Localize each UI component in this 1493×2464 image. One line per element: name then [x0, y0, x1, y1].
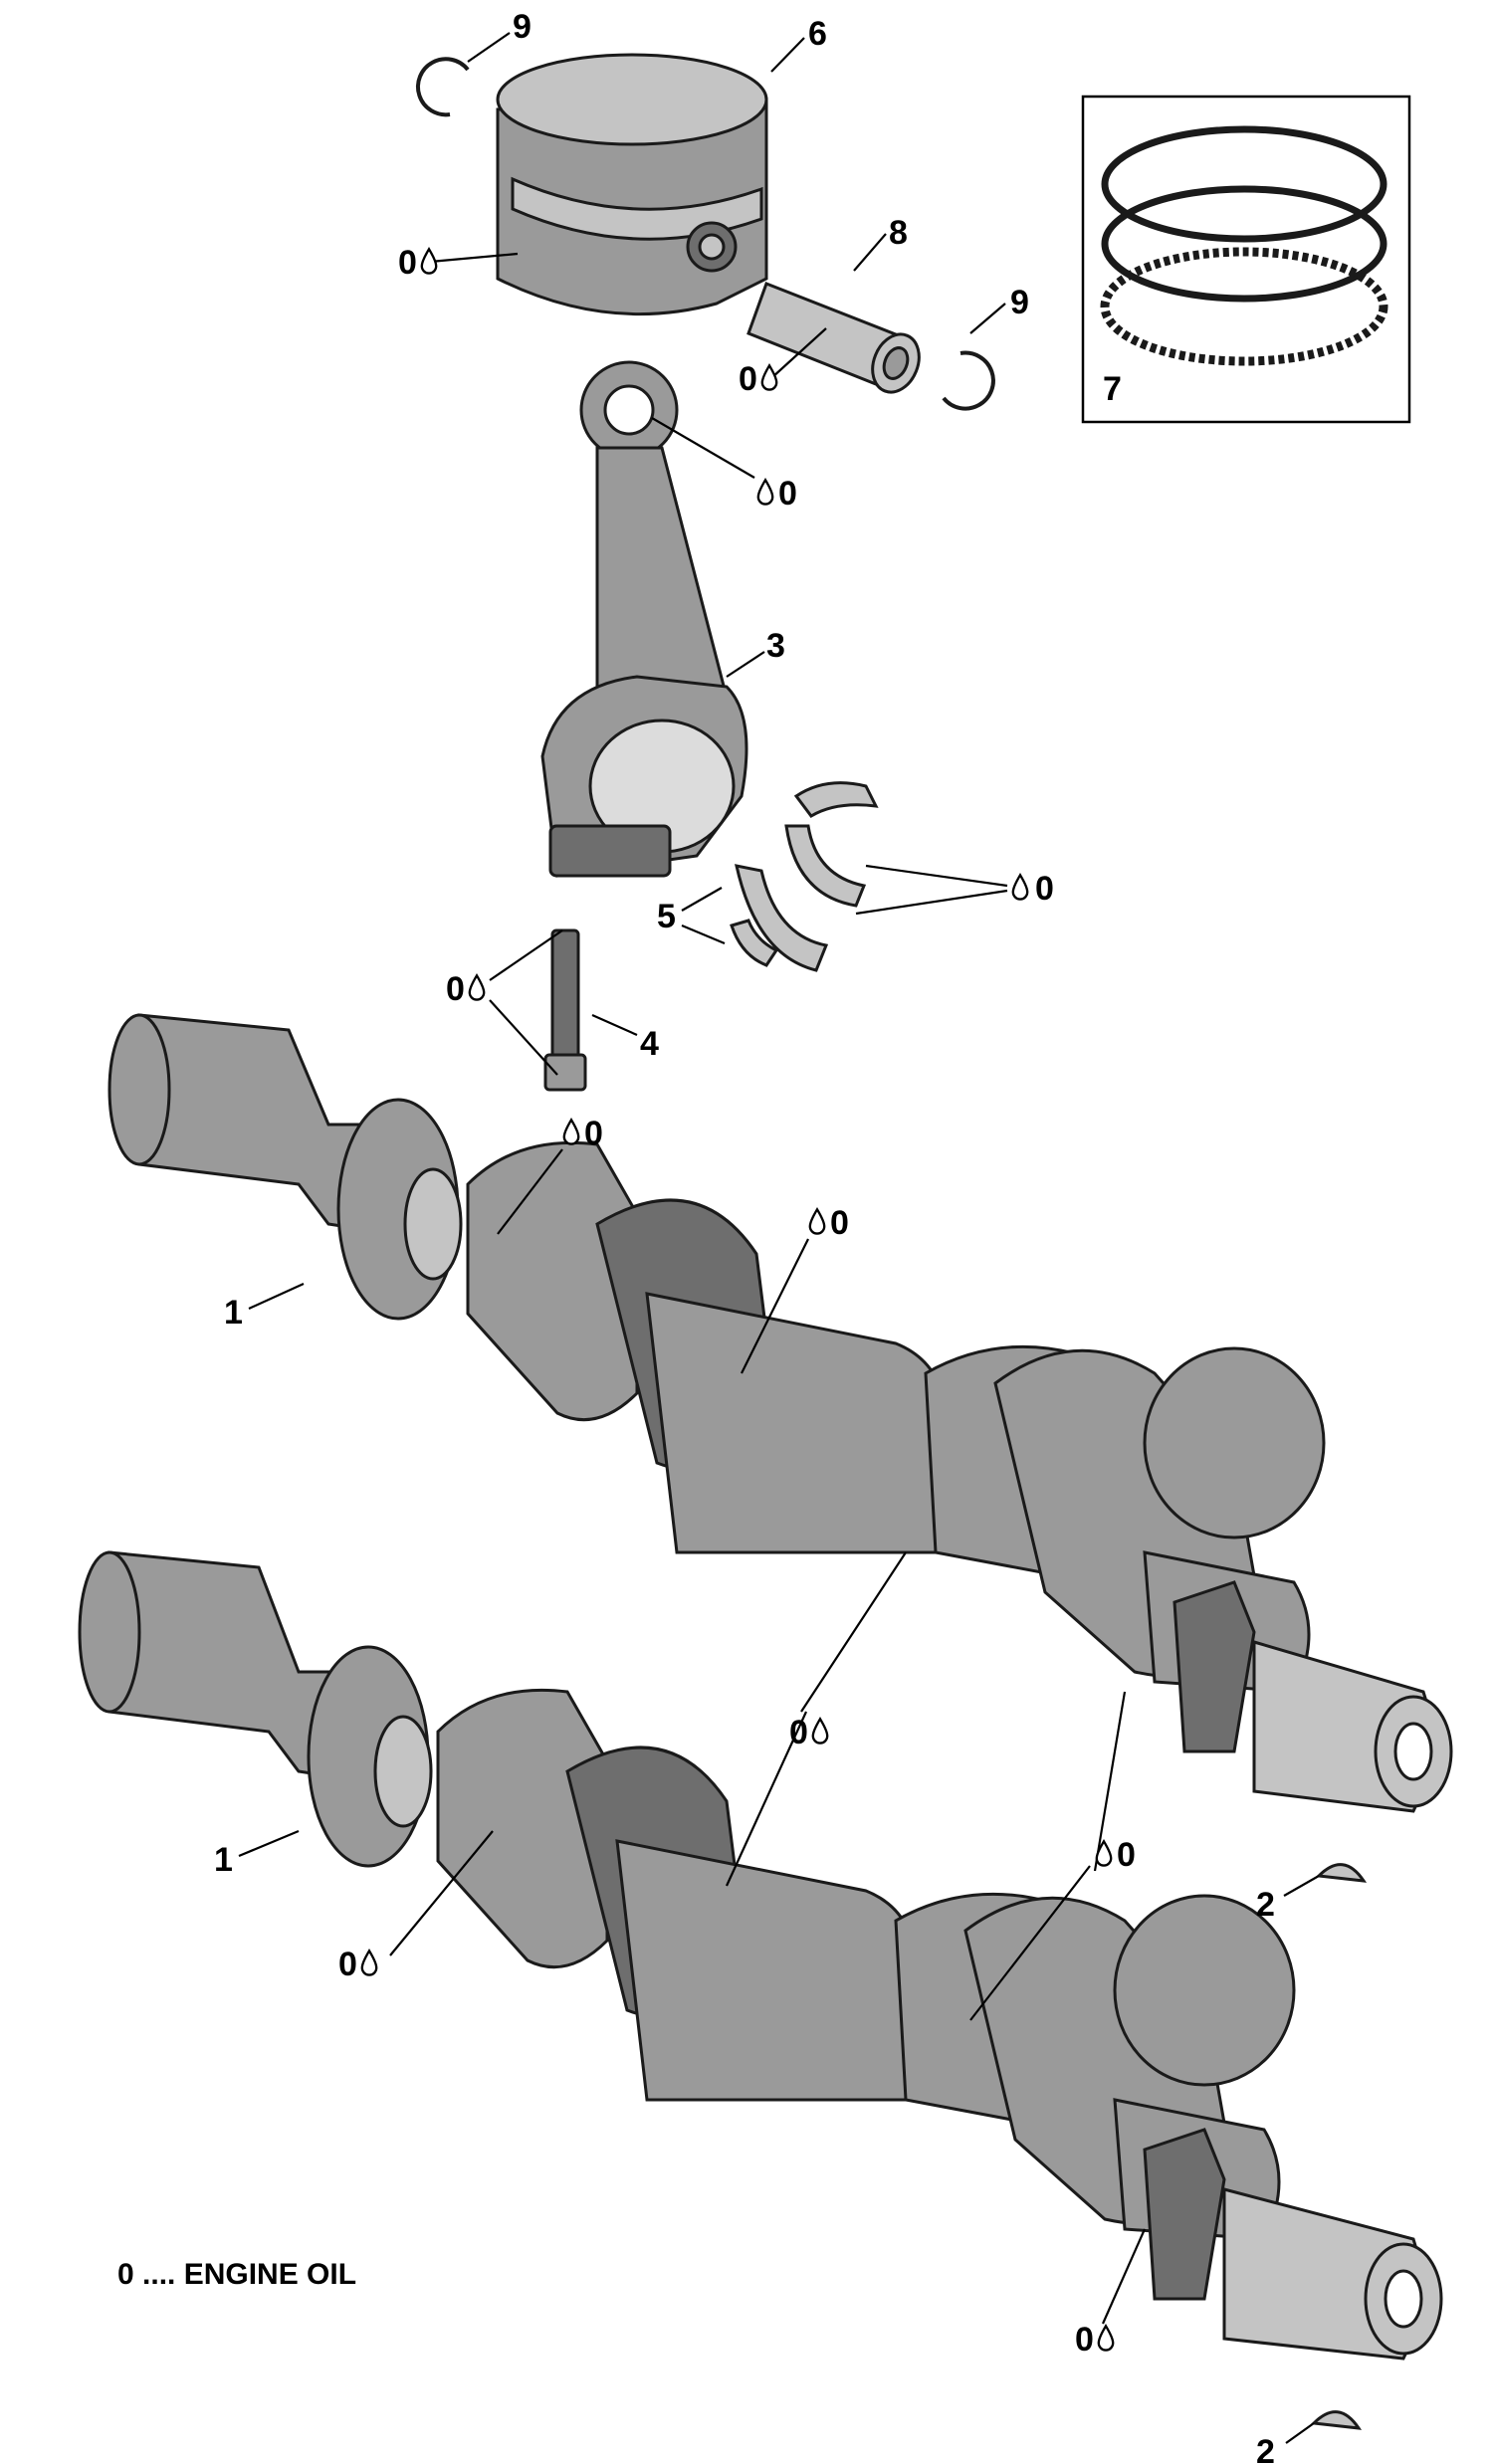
oil-drop-icon — [562, 1119, 580, 1145]
oil-drop-icon — [808, 1208, 826, 1235]
oil-mark-small-end: 0 — [756, 475, 797, 513]
leader-lines — [238, 32, 1320, 2444]
circlip-left — [415, 57, 470, 117]
svg-text:0: 0 — [739, 360, 757, 398]
oil-drop-icon — [756, 479, 774, 506]
connecting-rod — [540, 360, 748, 878]
svg-text:0: 0 — [1075, 2321, 1094, 2359]
rod-bolt — [543, 928, 587, 1092]
callout-2-upper: 2 — [1256, 1886, 1275, 1924]
callout-8: 8 — [889, 214, 908, 252]
oil-mark-journal-lower: 0 — [338, 1946, 378, 1983]
svg-text:0: 0 — [446, 970, 465, 1008]
svg-text:0: 0 — [584, 1115, 603, 1152]
ring-set-frame — [1081, 95, 1411, 424]
oil-drop-icon — [420, 248, 438, 275]
callout-6: 6 — [808, 15, 827, 53]
callout-2-lower: 2 — [1256, 2433, 1275, 2464]
circlip-right — [942, 350, 995, 411]
callout-3: 3 — [766, 627, 785, 665]
oil-drop-icon — [811, 1718, 829, 1745]
svg-text:0: 0 — [1035, 870, 1054, 908]
oil-mark-crankpin-upper: 0 — [808, 1204, 849, 1242]
oil-mark-bolt: 0 — [446, 970, 486, 1008]
svg-text:0: 0 — [830, 1204, 849, 1242]
svg-text:0: 0 — [1117, 1836, 1136, 1874]
oil-mark-pin: 0 — [739, 360, 778, 398]
oil-drop-icon — [1097, 2325, 1115, 2352]
key-lower — [1310, 2410, 1363, 2430]
oil-drop-icon — [1011, 874, 1029, 901]
piston-pin — [746, 282, 921, 394]
oil-mark-journal-upper: 0 — [562, 1115, 603, 1152]
svg-text:0: 0 — [338, 1946, 357, 1983]
svg-text:0: 0 — [789, 1714, 808, 1751]
callout-9-right: 9 — [1010, 284, 1029, 321]
oil-drop-icon — [360, 1950, 378, 1976]
oil-drop-icon — [760, 364, 778, 391]
legend-engine-oil: 0 .... ENGINE OIL — [117, 2258, 356, 2291]
ring-set — [1100, 125, 1388, 366]
callout-1-lower: 1 — [214, 1841, 233, 1879]
callout-4: 4 — [640, 1025, 659, 1063]
piston — [496, 53, 768, 316]
oil-drop-icon — [468, 974, 486, 1001]
svg-text:0: 0 — [398, 244, 417, 282]
callout-7: 7 — [1103, 370, 1122, 408]
callout-1-upper: 1 — [224, 1294, 243, 1332]
svg-text:0: 0 — [778, 475, 797, 513]
oil-mark-gear-upper: 0 — [1095, 1836, 1136, 1874]
oil-mark-bearings: 0 — [1011, 870, 1054, 908]
bearing-shells — [730, 781, 879, 972]
oil-mark-gear-lower: 0 — [1075, 2321, 1115, 2359]
key-upper — [1315, 1863, 1368, 1883]
callout-5: 5 — [657, 898, 676, 935]
callout-9-left: 9 — [513, 8, 532, 46]
crankshaft-lower — [78, 1550, 1443, 2361]
crankshaft-upper — [107, 1013, 1453, 1813]
oil-mark-piston: 0 — [398, 244, 438, 282]
oil-mark-main-center: 0 — [789, 1714, 829, 1751]
